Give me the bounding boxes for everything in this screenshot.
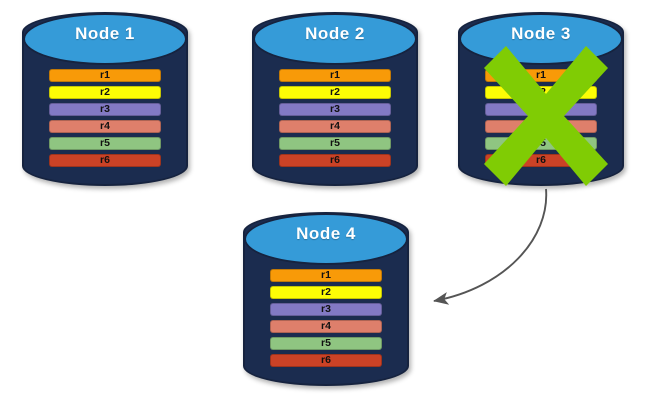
row-bar-r2[interactable]: r2 <box>49 86 161 99</box>
row-bar-r1[interactable]: r1 <box>279 69 391 82</box>
row-bar-r3[interactable]: r3 <box>485 103 597 116</box>
row-bar-r4[interactable]: r4 <box>270 320 382 333</box>
row-bar-r2[interactable]: r2 <box>279 86 391 99</box>
row-bar-r6[interactable]: r6 <box>49 154 161 167</box>
row-bar-r1[interactable]: r1 <box>485 69 597 82</box>
node-3-rows: r1 r2 r3 r4 r5 r6 <box>485 69 597 167</box>
row-bar-r3[interactable]: r3 <box>49 103 161 116</box>
node-2-title: Node 2 <box>305 24 365 43</box>
row-bar-r3[interactable]: r3 <box>279 103 391 116</box>
node-1-rows: r1 r2 r3 r4 r5 r6 <box>49 69 161 167</box>
row-bar-r2[interactable]: r2 <box>270 286 382 299</box>
node-2-rows: r1 r2 r3 r4 r5 r6 <box>279 69 391 167</box>
row-bar-r6[interactable]: r6 <box>485 154 597 167</box>
row-bar-r4[interactable]: r4 <box>279 120 391 133</box>
node-4[interactable]: Node 4 r1 r2 r3 r4 r5 r6 <box>243 212 409 386</box>
row-bar-r1[interactable]: r1 <box>49 69 161 82</box>
node-3-title: Node 3 <box>511 24 571 43</box>
node-3[interactable]: Node 3 r1 r2 r3 r4 r5 r6 <box>458 12 624 186</box>
node-4-rows: r1 r2 r3 r4 r5 r6 <box>270 269 382 367</box>
row-bar-r5[interactable]: r5 <box>485 137 597 150</box>
node-2-cylinder-top <box>253 13 417 65</box>
node-2[interactable]: Node 2 r1 r2 r3 r4 r5 r6 <box>252 12 418 186</box>
row-bar-r2[interactable]: r2 <box>485 86 597 99</box>
node-4-title: Node 4 <box>296 224 356 243</box>
node-1-cylinder-top <box>23 13 187 65</box>
row-bar-r4[interactable]: r4 <box>49 120 161 133</box>
node-4-cylinder-top <box>244 213 408 265</box>
row-bar-r4[interactable]: r4 <box>485 120 597 133</box>
node-1[interactable]: Node 1 r1 r2 r3 r4 r5 r6 <box>22 12 188 186</box>
row-bar-r5[interactable]: r5 <box>279 137 391 150</box>
row-bar-r5[interactable]: r5 <box>270 337 382 350</box>
row-bar-r3[interactable]: r3 <box>270 303 382 316</box>
row-bar-r6[interactable]: r6 <box>279 154 391 167</box>
row-bar-r6[interactable]: r6 <box>270 354 382 367</box>
node-1-title: Node 1 <box>75 24 135 43</box>
row-bar-r1[interactable]: r1 <box>270 269 382 282</box>
row-bar-r5[interactable]: r5 <box>49 137 161 150</box>
arrow-node3-to-node4 <box>433 188 548 305</box>
